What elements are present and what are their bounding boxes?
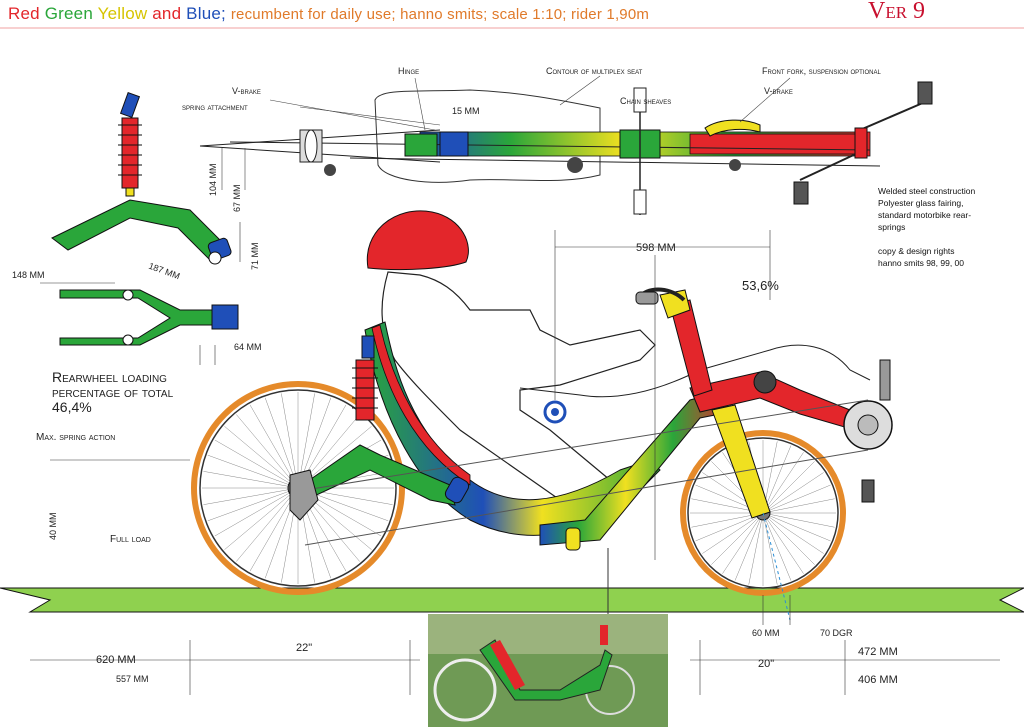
spoke [249,404,299,489]
label-472mm: 472 MM [858,646,898,658]
label-20in: 20" [758,658,775,670]
label-max-spring: Max. spring action [36,432,116,443]
spoke [734,512,764,581]
top-red-section [689,133,866,155]
label-chain-sheaves: Chain sheaves [620,96,672,106]
label-64mm: 64 MM [234,342,262,352]
label-full-load: Full load [110,534,151,545]
spoke [762,484,831,514]
label-40mm: 40 MM [48,512,58,540]
note-line: standard motorbike rear- [878,210,972,220]
title-red: Red [8,4,40,23]
page-title: Red Green Yellow and Blue; recumbent for… [8,4,649,24]
spoke [762,512,815,565]
spoke [224,487,299,550]
label-557mm: 557 MM [116,674,149,684]
spoke [281,393,299,489]
label-15mm: 15 MM [452,106,480,116]
spoke [762,445,792,514]
main-side-view [30,210,1000,695]
spoke [722,512,764,574]
label-22in: 22" [296,642,313,654]
rear-loading-line2: percentage of total [52,384,174,400]
label-seat-contour: Contour of multiplex seat [546,66,643,76]
label-620mm: 620 MM [96,654,136,666]
spoke [203,471,299,489]
photo-inset [428,614,668,727]
label-148mm: 148 MM [12,270,45,280]
label-vbrake-left: V-brake [232,86,261,96]
rear-loading-pct: 46,4% [52,399,92,415]
spoke [236,414,299,489]
note-line: copy & design rights [878,246,955,256]
rear-swingarm [297,444,456,506]
title-green: Green [44,4,93,23]
spoke [762,461,815,514]
label-598mm: 598 MM [636,242,676,254]
spoke [762,498,835,514]
spoke [762,512,835,528]
spoke [214,487,299,537]
note-line: hanno smits 98, 99, 00 [878,258,965,268]
spoke [762,512,824,554]
label-60mm: 60 MM [752,628,780,638]
note-line: springs [878,222,906,232]
road [0,587,1024,613]
label-104mm: 104 MM [208,163,218,196]
label-406mm: 406 MM [858,674,898,686]
top-view [199,75,933,215]
spoke [224,426,299,489]
seat-contour [374,89,601,183]
spoke [748,512,764,585]
main-frame [539,391,731,546]
spoke [711,512,764,565]
note-line: Welded steel construction [878,186,976,196]
spoke [762,512,778,585]
rear-loading-line1: Rearwheel loading [52,369,167,385]
swingarm-detail [40,91,241,365]
note-line: Polyester glass fairing, [878,198,964,208]
title-blue: Blue; [186,4,226,23]
spoke [762,512,804,574]
label-front-fork: Front fork, suspension optional [762,66,881,76]
subtitle: recumbent for daily use; hanno smits; sc… [230,6,650,23]
front-wheel [680,430,846,596]
label-spring-attachment: spring attachment [182,102,248,112]
spoke [264,397,299,489]
spoke [762,512,831,542]
version-label: Ver 9 [868,0,926,24]
spoke [236,487,299,562]
spoke [207,454,299,489]
label-71mm: 71 MM [250,242,260,270]
spoke [214,439,299,489]
title-and: and [152,4,182,23]
rear-wheel [191,381,405,595]
rear-loading-title: Rearwheel loading percentage of total 46… [52,370,173,415]
title-yellow: Yellow [97,4,148,23]
spoke [762,512,792,581]
spoke [762,472,824,514]
label-67mm: 67 MM [232,184,242,212]
label-70dgr: 70 DGR [820,628,853,638]
helmet [366,210,469,271]
construction-notes: Welded steel construction Polyester glas… [878,185,1018,269]
label-vbrake-right: V-brake [764,86,793,96]
spoke [203,487,299,505]
label-hinge: Hinge [398,66,420,76]
spoke [207,487,299,522]
front-loading-pct: 53,6% [742,278,779,293]
spoke [702,512,764,554]
